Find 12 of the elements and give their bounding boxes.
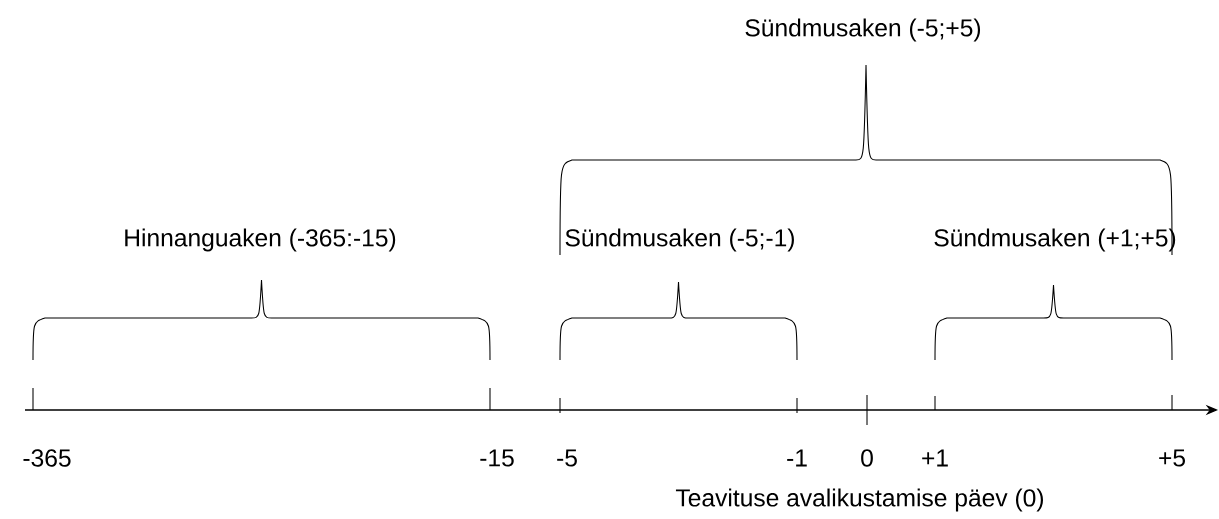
axis-label: Teavituse avalikustamise päev (0) bbox=[675, 488, 1043, 512]
tick-label: -5 bbox=[557, 449, 577, 467]
tick-label: -15 bbox=[480, 449, 514, 467]
range-label: Sündmusaken (-5;+5) bbox=[745, 18, 981, 42]
tick-label: -365 bbox=[23, 449, 71, 467]
range-label: Sündmusaken (-5;-1) bbox=[565, 228, 794, 252]
tick-label: +1 bbox=[922, 449, 948, 467]
range-label: Hinnanguaken (-365:-15) bbox=[125, 228, 396, 252]
tick-label: +5 bbox=[1159, 449, 1185, 467]
tick-label: -1 bbox=[787, 449, 807, 467]
tick-label: 0 bbox=[861, 449, 873, 467]
range-label: Sündmusaken (+1;+5) bbox=[934, 228, 1176, 252]
